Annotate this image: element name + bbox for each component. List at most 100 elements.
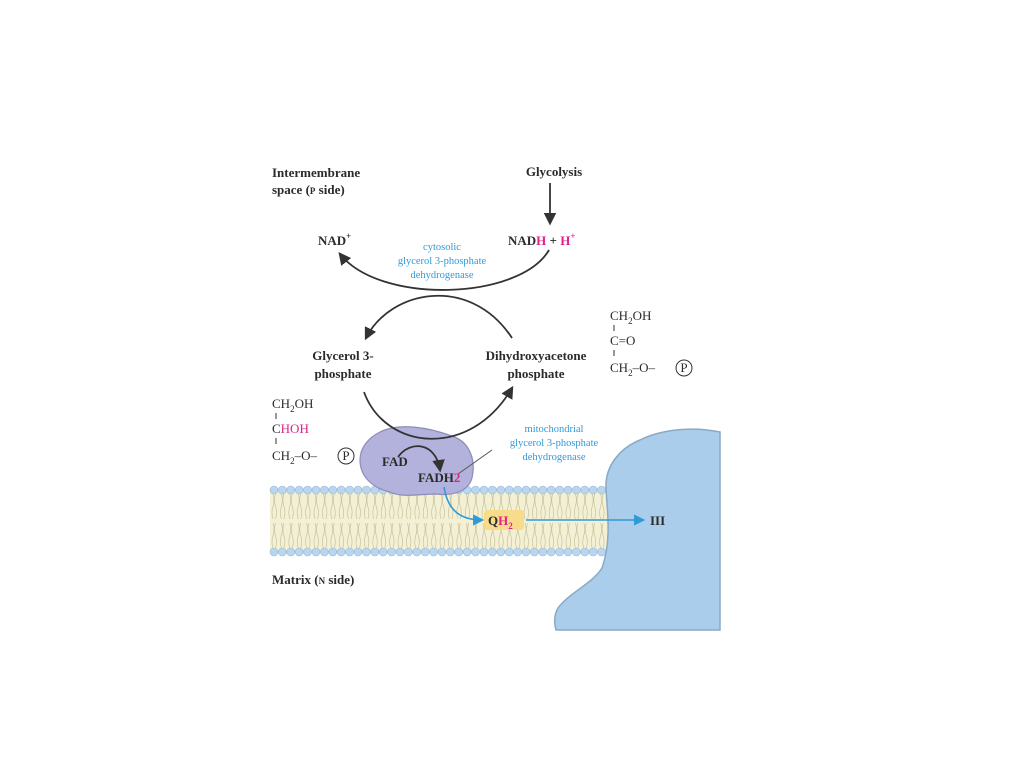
- glycerol-to-dhap-arrow: [363, 385, 514, 440]
- lipid-head: [504, 485, 514, 495]
- lipid-head: [513, 547, 522, 557]
- lipid-head: [320, 547, 329, 557]
- lipid-head: [588, 547, 598, 557]
- lipid-tail: [383, 493, 387, 520]
- lipid-tail: [593, 493, 597, 520]
- lipid-tail: [475, 522, 479, 549]
- lipid-head: [303, 485, 312, 495]
- lipid-head: [521, 485, 531, 495]
- lipid-tail: [274, 522, 277, 549]
- dhap-ch2o: CH2–O–: [610, 360, 655, 378]
- lipid-head: [504, 547, 514, 557]
- lipid-tail: [542, 522, 546, 549]
- lipid-tail: [330, 493, 334, 520]
- lipid-tail: [347, 522, 350, 549]
- lipid-tail: [372, 493, 376, 520]
- lipid-tail: [391, 493, 395, 520]
- lipid-head: [370, 547, 380, 557]
- lipid-tail: [442, 522, 445, 549]
- mito-enzyme-line3: dehydrogenase: [523, 452, 586, 463]
- nadh-label: NADH + H+: [508, 231, 575, 248]
- lipid-head: [269, 547, 279, 557]
- lipid-tail: [355, 493, 359, 520]
- lipid-tail: [540, 493, 544, 520]
- lipid-tail: [305, 493, 308, 520]
- lipid-tail: [290, 522, 294, 549]
- lipid-head: [496, 485, 506, 495]
- lipid-tail: [467, 522, 471, 549]
- lipid-tail: [271, 493, 275, 520]
- lipid-head: [294, 485, 304, 495]
- lipid-tail: [559, 493, 563, 520]
- lipid-tail: [548, 493, 552, 520]
- lipid-tail: [534, 522, 538, 549]
- qh2-highlight: [484, 510, 524, 530]
- lipid-tail: [296, 522, 300, 549]
- lipid-tail: [332, 522, 336, 549]
- lipid-tail: [467, 493, 471, 520]
- lipid-head: [353, 485, 363, 495]
- lipid-head: [404, 547, 413, 557]
- lipid-tail: [574, 493, 577, 520]
- glycerol-3-phosphate-label-line2: phosphate: [314, 366, 371, 381]
- lipid-head: [362, 485, 371, 495]
- lipid-tail: [313, 493, 317, 520]
- g3p-ch2oh: CH2OH: [272, 396, 313, 414]
- dhap-label: Dihydroxyacetone: [486, 348, 587, 363]
- lipid-tail: [601, 493, 605, 520]
- lipid-tail: [582, 493, 586, 520]
- lipid-head: [546, 485, 556, 495]
- lipid-head: [311, 547, 321, 557]
- lipid-head: [538, 485, 548, 495]
- lipid-head: [496, 547, 506, 557]
- lipid-tail: [383, 522, 387, 549]
- lipid-tail: [442, 493, 445, 520]
- lipid-tail: [397, 493, 401, 520]
- lipid-tail: [341, 522, 345, 549]
- lipid-tail: [380, 522, 384, 549]
- g3p-chohgroup: CHOH: [272, 421, 309, 436]
- lipid-tail: [431, 522, 434, 549]
- dhap-phosphate-circle: [675, 359, 693, 377]
- lipid-tail: [551, 493, 555, 520]
- lipid-tail: [391, 522, 395, 549]
- g3p-ch2o: CH2–O–: [272, 448, 317, 466]
- lipid-tail: [313, 522, 317, 549]
- dhap-phosphate-label: P: [680, 360, 687, 375]
- intermembrane-label: Intermembrane: [272, 165, 360, 180]
- lipid-tail: [464, 522, 468, 549]
- lipid-tail: [374, 522, 378, 549]
- lipid-tail: [590, 493, 594, 520]
- lipid-head: [546, 547, 556, 557]
- lipid-head: [563, 485, 573, 495]
- lipid-tail: [341, 493, 345, 520]
- lipid-head: [269, 485, 279, 495]
- lipid-tail: [338, 522, 342, 549]
- lipid-tail: [406, 522, 409, 549]
- lipid-head: [286, 485, 296, 495]
- lipid-tail: [599, 522, 602, 549]
- lipid-tail: [366, 522, 370, 549]
- dhap-to-glycerol-arrow: [364, 294, 513, 341]
- lipid-tail: [406, 493, 409, 520]
- lipid-tail: [526, 522, 529, 549]
- lipid-head: [345, 547, 354, 557]
- lipid-tail: [364, 493, 367, 520]
- g3p-phosphate-circle: [337, 447, 355, 465]
- lipid-tail: [299, 522, 303, 549]
- lipid-tail: [473, 522, 476, 549]
- lipid-head: [572, 547, 581, 557]
- lipid-head: [521, 547, 531, 557]
- lipid-tail: [416, 522, 420, 549]
- fad-reduction-arrow: [397, 445, 445, 473]
- lipid-tail: [425, 522, 429, 549]
- lipid-head: [420, 547, 430, 557]
- inner-membrane: [269, 485, 615, 557]
- lipid-head: [580, 485, 590, 495]
- enzyme-pointer-line: [457, 449, 493, 475]
- lipid-head: [446, 547, 455, 557]
- lipid-tail: [414, 522, 418, 549]
- lipid-head: [488, 547, 497, 557]
- lipid-tail: [584, 493, 588, 520]
